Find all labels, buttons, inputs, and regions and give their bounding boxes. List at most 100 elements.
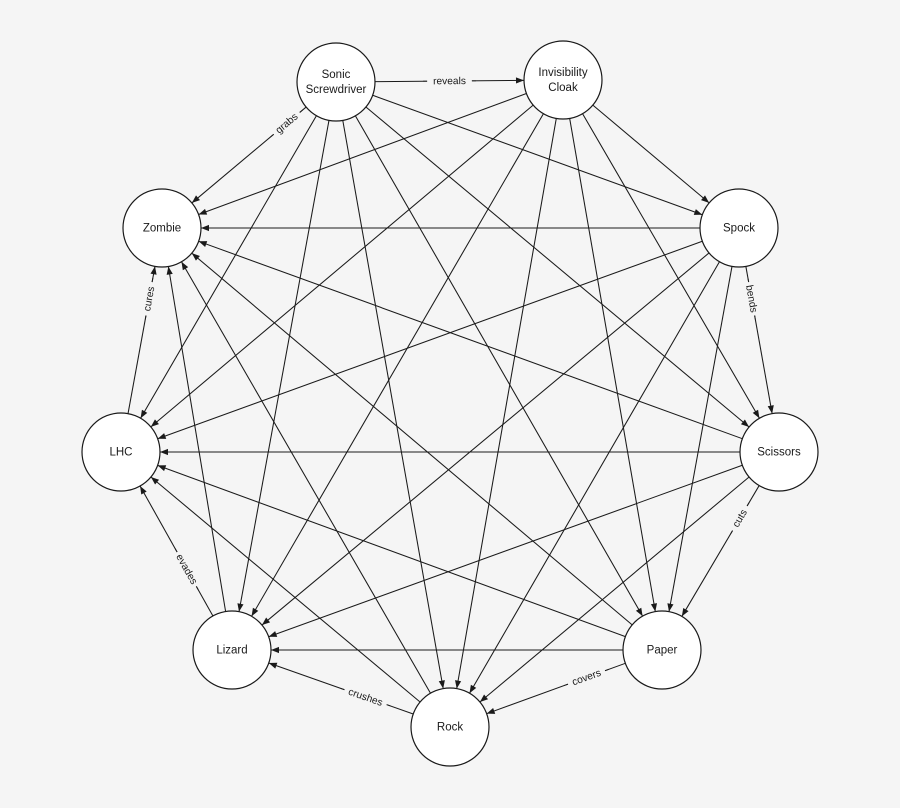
graph-node-zombie[interactable]: Zombie (122, 188, 202, 268)
graph-edge (592, 104, 710, 204)
edge-arrowhead (667, 603, 674, 612)
edge-arrowhead (455, 680, 462, 689)
edge-arrowhead (438, 680, 445, 689)
edge-arrowhead (650, 603, 658, 612)
edge-label-tick (386, 704, 391, 707)
graph-node-spock[interactable]: Spock (699, 188, 779, 268)
graph-edge (150, 476, 421, 703)
edge-label-backdrop (269, 107, 304, 140)
edge-label-tick (564, 683, 569, 686)
graph-edge (342, 120, 445, 689)
graph-edge (268, 464, 743, 638)
edge-arrowhead (198, 241, 208, 247)
node-circle[interactable] (192, 610, 272, 690)
edge-label: cures (139, 278, 159, 320)
edge-arrowhead (150, 477, 160, 485)
edge-arrowhead (701, 195, 710, 203)
graph-node-scissors[interactable]: Scissors (739, 412, 819, 492)
edge-arrowhead (157, 465, 167, 472)
graph-edge (582, 113, 760, 419)
edge-label: crushes (340, 683, 391, 711)
graph-edge (261, 252, 710, 626)
edge-arrowhead (740, 419, 750, 427)
edge-label-tick (747, 278, 750, 283)
node-circle[interactable] (523, 40, 603, 120)
edge-label-backdrop (742, 280, 762, 317)
edge-label-tick (754, 315, 756, 320)
edge-arrowhead (479, 694, 489, 702)
graph-edge (251, 113, 544, 617)
graph-edge (191, 252, 633, 626)
edge-arrowhead (237, 603, 244, 612)
edge-arrowhead (693, 209, 703, 215)
graph-edge (201, 224, 700, 232)
node-circle[interactable] (699, 188, 779, 268)
edge-label: bends (742, 278, 762, 320)
edge-label-text: bends (743, 284, 759, 313)
edge-arrowhead (271, 646, 279, 654)
edge-label: reveals (423, 74, 476, 88)
graph-edge (198, 93, 527, 215)
edge-arrowhead (752, 409, 760, 419)
edge-label-backdrop (726, 502, 753, 534)
edge-label-tick (144, 315, 147, 320)
graph-edge (372, 94, 703, 216)
edge-label-text: reveals (433, 76, 466, 87)
edge-label-tick (151, 278, 154, 283)
edge-arrowhead (150, 419, 159, 427)
edge-arrowhead (160, 448, 168, 456)
edge-label-tick (730, 530, 733, 535)
graph-edge (469, 261, 720, 694)
graph-edge (667, 266, 733, 612)
graph-node-paper[interactable]: Paper (622, 610, 702, 690)
edge-label-text: crushes (347, 687, 384, 709)
edge-label-tick (340, 687, 345, 691)
graph-node-lhc[interactable]: LHC (81, 412, 161, 492)
graph-edge (181, 261, 431, 694)
edge-arrowhead (198, 208, 208, 215)
edge-label-tick (604, 668, 609, 672)
graph-edge (160, 448, 740, 456)
node-circle[interactable] (410, 687, 490, 767)
edge-arrowhead (157, 433, 167, 439)
graph-edge (365, 106, 750, 428)
graph-edge (198, 240, 743, 440)
graph-edge (455, 118, 557, 689)
graph-edge (140, 115, 317, 419)
edge-arrowhead (469, 684, 477, 694)
edge-arrowhead (181, 261, 189, 271)
edge-arrowhead (140, 486, 147, 495)
edge-label-backdrop (565, 664, 608, 691)
graph-edge (569, 118, 658, 612)
edge-arrowhead (635, 607, 643, 617)
node-circle[interactable] (81, 412, 161, 492)
edge-arrowhead (767, 405, 774, 414)
edge-label-layer: revealsgrabsbendscutscoverscrushesevades… (139, 74, 762, 711)
edge-label: evades (171, 548, 203, 591)
node-circle[interactable] (739, 412, 819, 492)
node-circle[interactable] (622, 610, 702, 690)
edge-label-tick (195, 586, 199, 591)
node-circle[interactable] (122, 188, 202, 268)
graph-edge (150, 104, 534, 428)
edge-label-text: cures (142, 286, 157, 312)
edge-label-tick (270, 133, 274, 138)
edge-arrowhead (681, 607, 689, 617)
graph-node-lizard[interactable]: Lizard (192, 610, 272, 690)
graph-edge (271, 646, 623, 654)
graph-node-rock[interactable]: Rock (410, 687, 490, 767)
edge-layer (127, 77, 774, 715)
graph-edge (166, 266, 227, 612)
edge-label-text: evades (173, 553, 199, 587)
graph-edge (157, 240, 703, 440)
edge-arrowhead (515, 77, 525, 84)
edge-arrowhead (268, 631, 278, 637)
node-circle[interactable] (296, 42, 376, 122)
edge-label-backdrop (139, 280, 159, 317)
edge-label: grabs (269, 107, 304, 140)
edge-label-tick (174, 548, 178, 553)
